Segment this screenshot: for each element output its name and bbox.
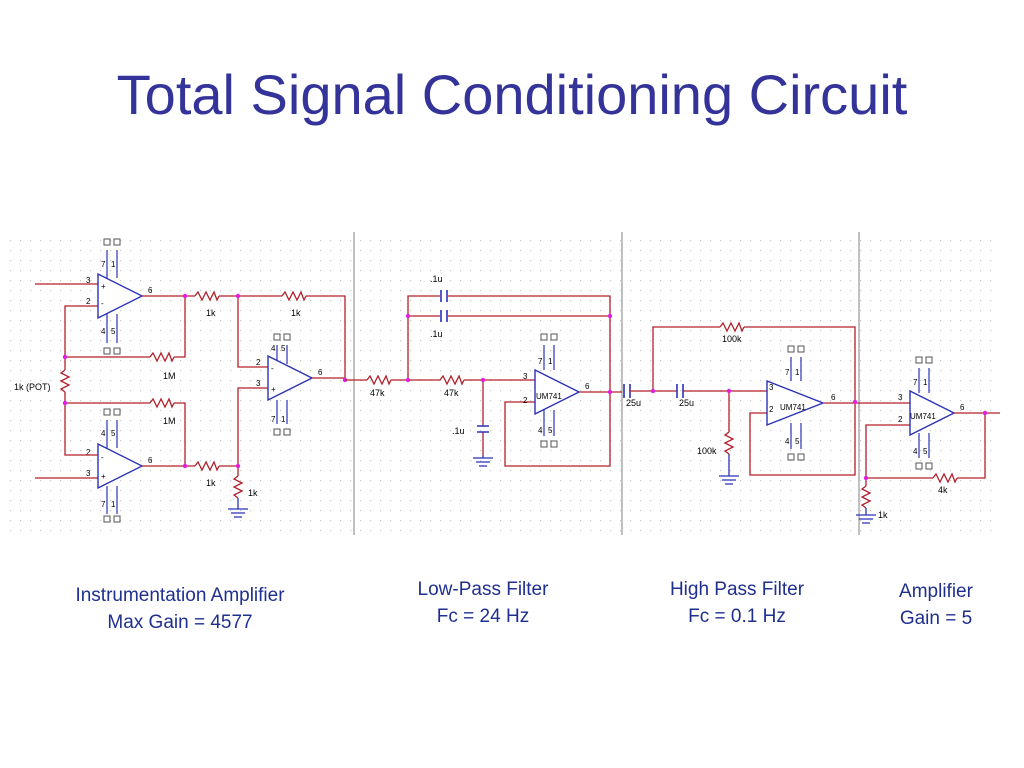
opamp-u6-part: UM741 — [910, 412, 936, 421]
svg-text:1: 1 — [111, 260, 116, 269]
caption-low-pass-filter-fc: Fc = 24 Hz — [436, 606, 530, 627]
svg-text:3: 3 — [523, 372, 528, 381]
svg-text:-: - — [101, 299, 104, 308]
svg-text:7: 7 — [101, 500, 106, 509]
svg-text:7: 7 — [538, 357, 543, 366]
svg-text:3: 3 — [86, 276, 91, 285]
label-r100k-gnd: 100k — [697, 446, 717, 456]
svg-text:+: + — [101, 472, 106, 481]
label-r47k-a: 47k — [370, 388, 385, 398]
svg-text:5: 5 — [923, 447, 928, 456]
svg-text:+: + — [271, 385, 276, 394]
label-r1m-a: 1M — [163, 371, 176, 381]
svg-text:6: 6 — [831, 393, 836, 402]
svg-text:7: 7 — [785, 368, 790, 377]
caption-high-pass-filter-name: High Pass Filter — [669, 579, 805, 600]
svg-text:5: 5 — [548, 426, 553, 435]
svg-text:4: 4 — [101, 327, 106, 336]
slide-title: Total Signal Conditioning Circuit — [116, 63, 908, 126]
caption-low-pass-filter-name: Low-Pass Filter — [417, 579, 549, 600]
svg-text:7: 7 — [271, 415, 276, 424]
svg-text:1: 1 — [111, 500, 116, 509]
svg-text:2: 2 — [86, 297, 91, 306]
svg-text:4: 4 — [271, 344, 276, 353]
label-c25u-a: 25u — [626, 398, 641, 408]
caption-amplifier: Amplifier Gain = 5 — [866, 578, 1006, 632]
svg-text:7: 7 — [101, 260, 106, 269]
svg-text:+: + — [101, 282, 106, 291]
caption-high-pass-filter: High Pass Filter Fc = 0.1 Hz — [637, 576, 837, 630]
svg-text:3: 3 — [86, 469, 91, 478]
svg-text:2: 2 — [256, 358, 261, 367]
svg-text:3: 3 — [256, 379, 261, 388]
label-pot: 1k (POT) — [14, 382, 51, 392]
label-r1k-a: 1k — [206, 308, 216, 318]
label-c25u-b: 25u — [679, 398, 694, 408]
svg-text:2: 2 — [86, 448, 91, 457]
caption-amplifier-gain: Gain = 5 — [899, 608, 973, 629]
label-r4k: 4k — [938, 485, 948, 495]
svg-text:-: - — [101, 453, 104, 462]
label-c1u-a: .1u — [430, 274, 443, 284]
svg-text:1: 1 — [795, 368, 800, 377]
svg-text:4: 4 — [101, 429, 106, 438]
svg-text:1: 1 — [281, 415, 286, 424]
svg-text:6: 6 — [148, 456, 153, 465]
svg-text:1: 1 — [548, 357, 553, 366]
label-c1u-b: .1u — [430, 329, 443, 339]
opamp-u4-part: UM741 — [536, 392, 562, 401]
svg-text:3: 3 — [898, 393, 903, 402]
svg-text:5: 5 — [111, 429, 116, 438]
label-r1k-b: 1k — [291, 308, 301, 318]
svg-text:6: 6 — [585, 382, 590, 391]
svg-text:6: 6 — [960, 403, 965, 412]
svg-text:2: 2 — [898, 415, 903, 424]
caption-low-pass-filter: Low-Pass Filter Fc = 24 Hz — [383, 576, 583, 630]
svg-text:6: 6 — [148, 286, 153, 295]
caption-amplifier-name: Amplifier — [899, 581, 973, 602]
caption-instrumentation-amplifier: Instrumentation Amplifier Max Gain = 457… — [40, 582, 320, 636]
label-r1k-d: 1k — [248, 488, 258, 498]
svg-text:5: 5 — [281, 344, 286, 353]
svg-text:-: - — [271, 364, 274, 373]
label-c1u-c: .1u — [452, 426, 465, 436]
svg-text:4: 4 — [913, 447, 918, 456]
svg-text:4: 4 — [785, 437, 790, 446]
svg-text:6: 6 — [318, 368, 323, 377]
caption-instrumentation-amplifier-gain: Max Gain = 4577 — [107, 612, 253, 633]
svg-text:5: 5 — [111, 327, 116, 336]
label-r1k-c: 1k — [206, 478, 216, 488]
svg-text:4: 4 — [538, 426, 543, 435]
label-r1k-e: 1k — [878, 510, 888, 520]
opamp-u5-part: UM741 — [780, 403, 806, 412]
caption-high-pass-filter-fc: Fc = 0.1 Hz — [688, 606, 786, 627]
svg-text:2: 2 — [769, 405, 774, 414]
svg-text:2: 2 — [523, 396, 528, 405]
svg-text:1: 1 — [923, 378, 928, 387]
svg-text:3: 3 — [769, 383, 774, 392]
label-r1m-b: 1M — [163, 416, 176, 426]
svg-text:5: 5 — [795, 437, 800, 446]
schematic-grid — [10, 238, 1000, 538]
label-r100k-fb: 100k — [722, 334, 742, 344]
svg-text:7: 7 — [913, 378, 918, 387]
label-r47k-b: 47k — [444, 388, 459, 398]
caption-instrumentation-amplifier-name: Instrumentation Amplifier — [75, 585, 285, 606]
